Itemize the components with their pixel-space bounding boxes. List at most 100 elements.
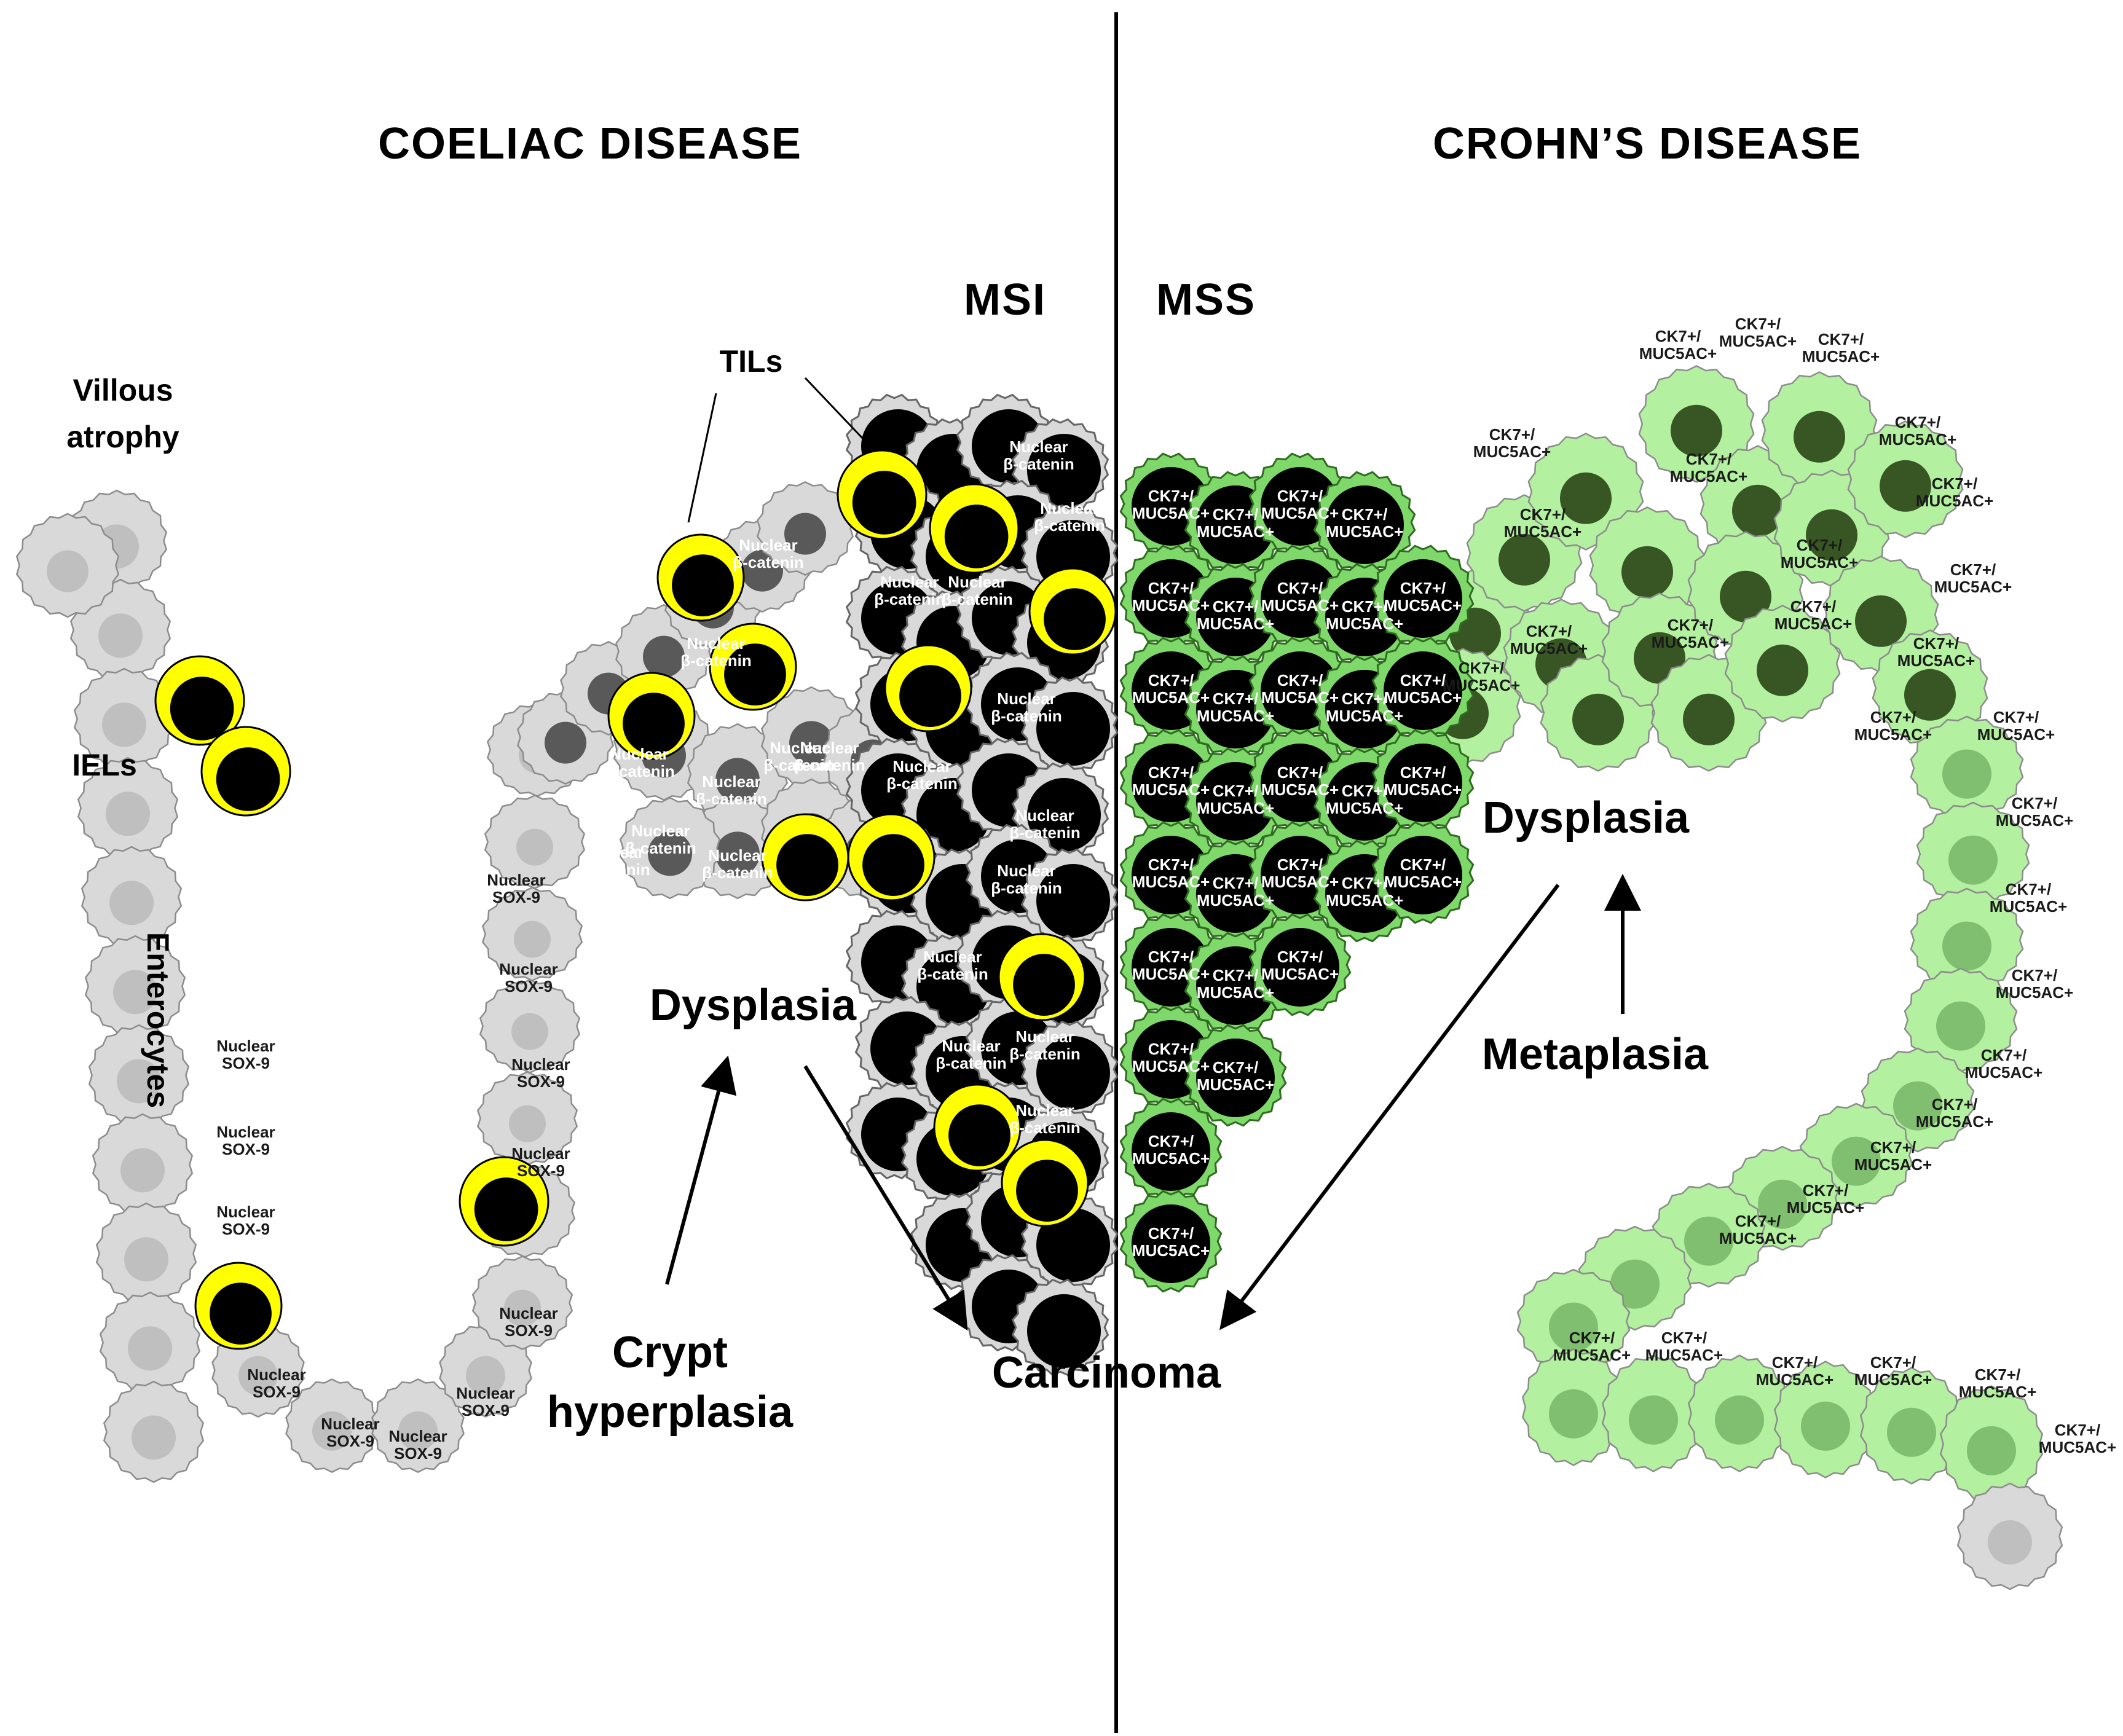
sox9-label-8-line1: Nuclear <box>247 1365 305 1384</box>
crohn-dysplastic-cell-13-nucleus <box>1794 410 1845 463</box>
ck7-right-label-16-line1: CK7+/ <box>1993 708 2039 726</box>
lymphocyte-4-nucleus <box>623 693 685 755</box>
villus-cell-6-nucleus <box>117 1059 161 1104</box>
sox9-label-3-line1: Nuclear <box>487 871 545 889</box>
sox9-label-6-line2: SOX-9 <box>517 1161 565 1180</box>
ck7-mss-label-8-line1: CK7+/ <box>1400 579 1446 597</box>
tils-pointer-1 <box>687 393 717 523</box>
sox9-label-0-line1: Nuclear <box>216 1037 275 1055</box>
ck7-mss-label-18-line2: MUC5AC+ <box>1384 780 1462 799</box>
mss-cell-28 <box>1184 1024 1287 1127</box>
lymphocyte-15-nucleus <box>1016 1160 1078 1222</box>
ck7-mss-label-26-line2: MUC5AC+ <box>1261 965 1339 983</box>
ck7-mss-label-19-line1: CK7+/ <box>1148 855 1194 874</box>
bcat-left-label-7-line1: Nuclear <box>585 843 644 862</box>
ck7-right-label-14-line2: MUC5AC+ <box>1897 651 1975 670</box>
villous-atrophy-label-1: Villous <box>73 373 173 407</box>
ck7-right-label-22-line1: CK7+/ <box>1870 1138 1916 1157</box>
lymphocyte-9-nucleus <box>852 471 916 535</box>
bcat-msi-label-3-line1: Nuclear <box>948 573 1006 591</box>
crohn-bottom-cell-2-nucleus <box>1715 1395 1764 1445</box>
crohn-metaplasia-cell-1 <box>1916 801 2030 907</box>
bcat-left-label-5-line2: β-catenin <box>763 756 835 774</box>
ck7-mss-label-22-line1: CK7+/ <box>1342 874 1387 892</box>
lymphocyte-5 <box>656 533 745 622</box>
ck7-mss-label-20-line2: MUC5AC+ <box>1197 891 1274 909</box>
ck7-right-label-17-line1: CK7+/ <box>2012 794 2057 812</box>
mss-cell-29 <box>1119 1098 1223 1201</box>
ck7-right-label-21-line1: CK7+/ <box>1932 1095 1977 1113</box>
villus-tip-cell <box>15 513 120 618</box>
crohn-metaplasia-cell-3-nucleus <box>1936 1001 1985 1051</box>
msi-cell-31 <box>1020 1020 1119 1118</box>
villus-cell-9 <box>99 1291 201 1394</box>
cell-marker-labels: NuclearSOX-9NuclearSOX-9NuclearSOX-9Nucl… <box>216 315 2116 1463</box>
ck7-mss-label-5-line1: CK7+/ <box>1213 597 1258 616</box>
ck7-mss-label-20-line1: CK7+/ <box>1213 874 1258 892</box>
villus-cell-3-nucleus <box>106 791 150 836</box>
sox9-label-11-line1: Nuclear <box>456 1384 514 1402</box>
arrow-dysplasia-to-carcinoma-left <box>803 1065 968 1331</box>
crohn-metaplasia-cell-4-nucleus <box>1893 1081 1942 1131</box>
villus-cell-8 <box>95 1202 197 1305</box>
crohn-metaplasia-cell-5-nucleus <box>1832 1136 1881 1186</box>
crypt-wall-cell-5-nucleus <box>516 828 553 866</box>
villus-cell-7 <box>92 1113 194 1216</box>
ck7-mss-label-3-line1: CK7+/ <box>1342 505 1387 524</box>
bcat-left-label-2-line1: Nuclear <box>610 745 668 763</box>
crohn-dysplastic-cell-10-nucleus <box>1732 484 1784 536</box>
lymphocyte-11 <box>1028 567 1117 656</box>
villus-cell-9-nucleus <box>128 1326 172 1371</box>
lymphocyte-13-nucleus <box>1013 954 1075 1016</box>
ck7-mss-label-23-line2: MUC5AC+ <box>1384 873 1462 891</box>
sox9-label-10-line2: SOX-9 <box>394 1444 442 1463</box>
lymphocyte-1 <box>200 726 291 817</box>
mss-label: MSS <box>1156 275 1256 324</box>
bcat-msi-label-4-line2: β-catenin <box>991 707 1062 725</box>
lymphocyte-9 <box>837 449 928 540</box>
ck7-right-label-12-line2: MUC5AC+ <box>1510 639 1588 658</box>
crohn-bottom-cell-5 <box>1939 1385 2044 1503</box>
tils-label: TILs <box>720 344 783 379</box>
crohn-dysplastic-cell-17 <box>1872 629 1988 747</box>
ck7-mss-label-29-line2: MUC5AC+ <box>1132 1149 1210 1168</box>
lymphocyte-4 <box>607 672 696 760</box>
crohn-dysplastic-cell-16-nucleus <box>1880 460 1931 512</box>
ck7-mss-label-13-line2: MUC5AC+ <box>1384 688 1462 707</box>
ck7-right-label-1-line1: CK7+/ <box>1735 315 1781 333</box>
villus-cell-10 <box>103 1380 205 1483</box>
ck7-right-label-20-line2: MUC5AC+ <box>1965 1063 2042 1082</box>
lymphocyte-15 <box>1001 1139 1089 1227</box>
ck7-mss-label-15-line2: MUC5AC+ <box>1197 799 1274 817</box>
crohn-bottom-cell-1 <box>1601 1354 1706 1472</box>
crohn-bottom-cell-4 <box>1859 1367 1964 1485</box>
ck7-right-label-15-line1: CK7+/ <box>1870 708 1916 726</box>
bcat-msi-label-7-line1: Nuclear <box>997 862 1055 880</box>
lymphocyte-10 <box>929 483 1020 574</box>
bcat-left-label-0-line1: Nuclear <box>739 536 797 554</box>
crohn-dysplastic-cell-4-nucleus <box>1572 693 1624 745</box>
sox9-label-4-line1: Nuclear <box>499 960 557 978</box>
ck7-right-label-15-line2: MUC5AC+ <box>1854 725 1932 744</box>
ck7-right-label-30-line1: CK7+/ <box>2055 1421 2100 1439</box>
dysplastic-cell-2-nucleus <box>789 721 833 766</box>
crohn-bottom-cell-0 <box>1521 1348 1626 1466</box>
msi-cell-31-nucleus <box>1036 1036 1110 1110</box>
arc-cell-2-nucleus <box>643 635 685 678</box>
iels-label: IELs <box>72 748 137 782</box>
lymphocytes <box>154 449 1117 1350</box>
ck7-mss-label-14-line2: MUC5AC+ <box>1132 780 1210 799</box>
villus-cell-10-nucleus <box>132 1415 176 1460</box>
sox9-label-9-line2: SOX-9 <box>326 1432 374 1450</box>
crohn-dysplastic-cell-2-nucleus <box>1499 533 1550 586</box>
lymphocyte-7 <box>761 813 849 901</box>
bcat-msi-label-5-line2: β-catenin <box>886 774 958 793</box>
ck7-mss-label-23-line1: CK7+/ <box>1400 855 1446 874</box>
lymphocyte-8-nucleus <box>862 834 924 896</box>
mss-cell-8-nucleus <box>1384 559 1462 638</box>
crypt-wall-cell-4 <box>481 887 583 981</box>
ck7-right-label-18-line2: MUC5AC+ <box>1990 897 2067 916</box>
sox9-label-6-line1: Nuclear <box>511 1144 570 1163</box>
ck7-right-label-28-line2: MUC5AC+ <box>1854 1370 1932 1389</box>
